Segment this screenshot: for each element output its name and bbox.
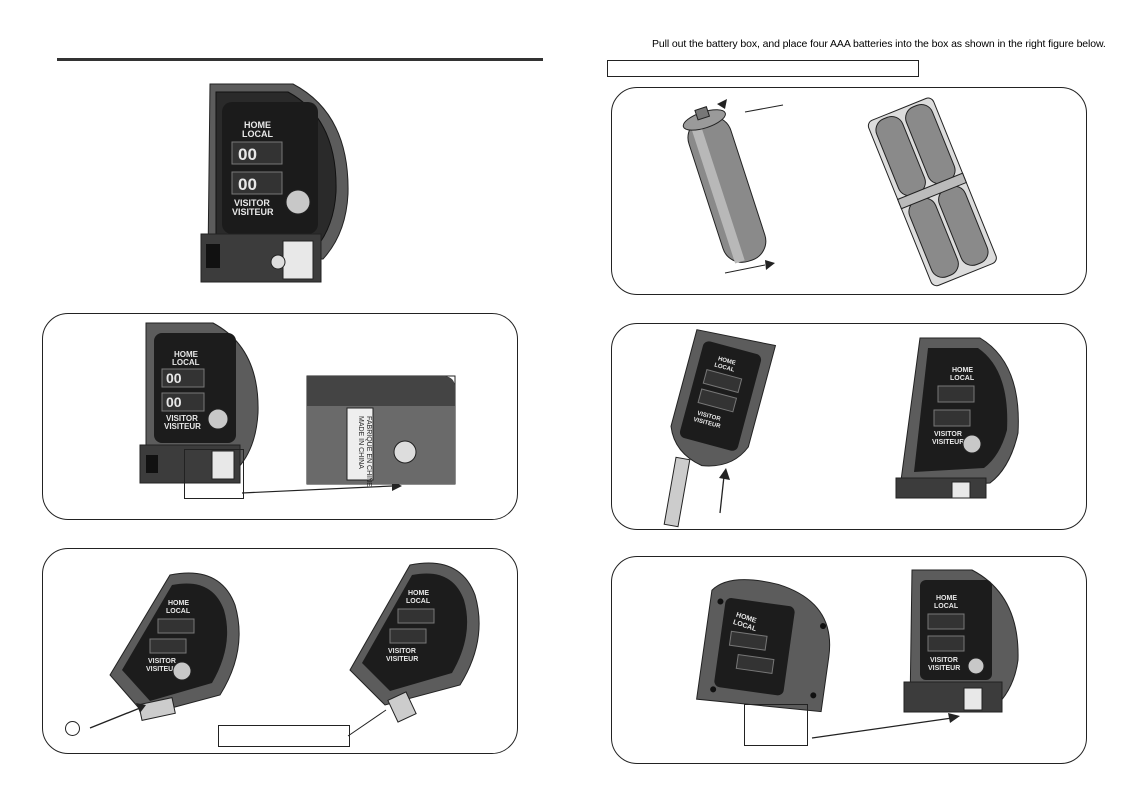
svg-text:VISITEUR: VISITEUR — [164, 422, 201, 431]
svg-text:VISITOR: VISITOR — [930, 657, 958, 664]
instruction-text: Pull out the battery box, and place four… — [652, 38, 1106, 50]
svg-text:HOME: HOME — [717, 356, 736, 366]
reset-button-graphic — [285, 189, 311, 215]
svg-text:LOCAL: LOCAL — [406, 598, 431, 605]
svg-text:VISITOR: VISITOR — [166, 414, 198, 423]
back-pointer-arrow — [811, 713, 960, 739]
sticker-closeup: MADE IN CHINA FABRIQUÉ EN CHINE — [306, 375, 456, 487]
svg-text:MADE IN CHINA: MADE IN CHINA — [357, 416, 364, 469]
svg-text:VISITOR: VISITOR — [148, 658, 176, 665]
visitor-digits: 00 — [238, 175, 257, 194]
svg-text:LOCAL: LOCAL — [934, 603, 959, 610]
device-battery-box-out: HOME LOCAL VISITOR VISITEUR — [663, 329, 777, 528]
device-with-sticker: HOME LOCAL 00 00 VISITOR VISITEUR — [139, 322, 259, 484]
device-angled-closed: HOME LOCAL VISITOR VISITEUR — [109, 572, 240, 721]
device-angled-latch-open: HOME LOCAL VISITOR VISITEUR — [349, 562, 480, 723]
svg-text:LOCAL: LOCAL — [950, 375, 975, 382]
svg-text:LOCAL: LOCAL — [166, 608, 191, 615]
highlight-box — [184, 449, 244, 499]
svg-text:VISITEUR: VISITEUR — [146, 666, 178, 673]
svg-text:00: 00 — [166, 370, 182, 386]
svg-text:HOME: HOME — [168, 600, 189, 607]
device-front-view-small: HOME LOCAL VISITOR VISITEUR — [903, 569, 1019, 713]
single-aaa-battery — [682, 99, 784, 274]
svg-text:VISITOR: VISITOR — [388, 648, 416, 655]
home-digits: 00 — [238, 145, 257, 164]
battery-box-four-aaa — [867, 97, 997, 287]
svg-text:HOME: HOME — [408, 590, 429, 597]
svg-text:LOCAL: LOCAL — [713, 363, 735, 374]
svg-text:VISITEUR: VISITEUR — [932, 439, 964, 446]
visiteur-label: VISITEUR — [232, 207, 274, 217]
local-label: LOCAL — [242, 129, 273, 139]
caption-leader-line — [347, 709, 387, 737]
home-label: HOME — [244, 120, 271, 130]
device-front-view: HOME LOCAL 00 00 VISITOR VISITEUR — [200, 83, 349, 283]
highlight-box-back — [744, 704, 808, 746]
svg-text:LOCAL: LOCAL — [172, 358, 200, 367]
device-back-view: HOME LOCAL — [696, 579, 831, 713]
svg-text:HOME: HOME — [174, 350, 199, 359]
caption-box-left — [218, 725, 350, 747]
svg-text:HOME: HOME — [936, 595, 957, 602]
latch-arrow — [89, 703, 146, 729]
svg-text:VISITEUR: VISITEUR — [928, 665, 960, 672]
svg-text:00: 00 — [166, 394, 182, 410]
visitor-label: VISITOR — [234, 198, 270, 208]
step-circle — [65, 721, 80, 736]
svg-text:FABRIQUÉ EN CHINE: FABRIQUÉ EN CHINE — [365, 416, 374, 487]
svg-text:HOME: HOME — [952, 367, 973, 374]
svg-text:VISITOR: VISITOR — [934, 431, 962, 438]
caption-box-right — [607, 60, 919, 77]
header-rule — [57, 58, 543, 61]
svg-text:VISITEUR: VISITEUR — [386, 656, 418, 663]
device-closed: HOME LOCAL VISITOR VISITEUR — [895, 337, 1019, 499]
